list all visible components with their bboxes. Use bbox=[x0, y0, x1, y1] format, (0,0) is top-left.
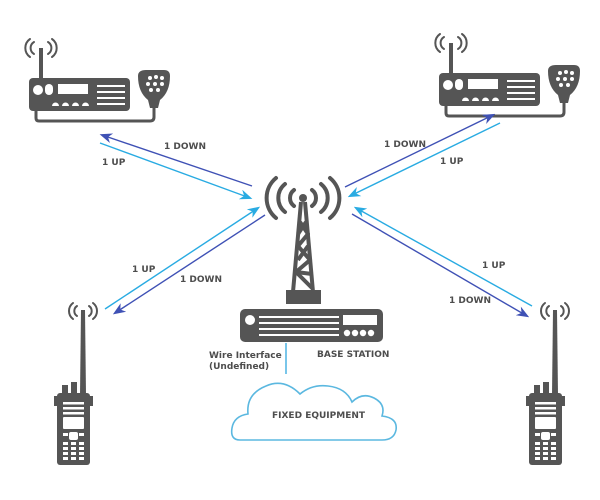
fixed-equipment-cloud bbox=[230, 382, 398, 441]
antenna-tower bbox=[264, 176, 342, 304]
bottom-left-down-arrow bbox=[112, 214, 266, 315]
base-station bbox=[240, 309, 383, 342]
signal-waves-icon bbox=[434, 33, 468, 53]
top-left-down-label: 1 DOWN bbox=[164, 142, 206, 152]
wire-interface-label-line2: (Undefined) bbox=[209, 362, 270, 372]
signal-waves-icon bbox=[24, 38, 58, 58]
signal-waves-icon bbox=[540, 302, 570, 320]
bottom-right-up-arrow bbox=[353, 206, 533, 307]
fixed-equipment-label: FIXED EQUIPMENT bbox=[272, 411, 366, 421]
bottom-right-down-arrow bbox=[351, 213, 530, 318]
bottom-right-down-label: 1 DOWN bbox=[449, 296, 491, 306]
top-right-up-label: 1 UP bbox=[440, 157, 464, 167]
top-left-up-arrow bbox=[99, 142, 253, 200]
bottom-left-down-label: 1 DOWN bbox=[180, 275, 222, 285]
portable-radio-bottom-left bbox=[54, 302, 98, 465]
top-right-down-label: 1 DOWN bbox=[384, 140, 426, 150]
bottom-left-up-label: 1 UP bbox=[132, 265, 156, 275]
bottom-left-up-arrow bbox=[104, 206, 261, 310]
mobile-radio-top-right bbox=[434, 33, 580, 118]
signal-waves-icon bbox=[264, 176, 342, 220]
link-arrows bbox=[99, 113, 533, 318]
base-station-label: BASE STATION bbox=[317, 350, 390, 360]
mobile-radio-top-left bbox=[24, 38, 170, 123]
portable-radio-bottom-right bbox=[526, 302, 570, 465]
wire-interface-label-line1: Wire Interface bbox=[209, 351, 282, 361]
top-right-up-arrow bbox=[347, 122, 501, 198]
signal-waves-icon bbox=[68, 302, 98, 320]
top-right-down-arrow bbox=[344, 113, 496, 188]
bottom-right-up-label: 1 UP bbox=[482, 261, 506, 271]
top-left-down-arrow bbox=[99, 133, 253, 187]
top-left-up-label: 1 UP bbox=[102, 158, 126, 168]
